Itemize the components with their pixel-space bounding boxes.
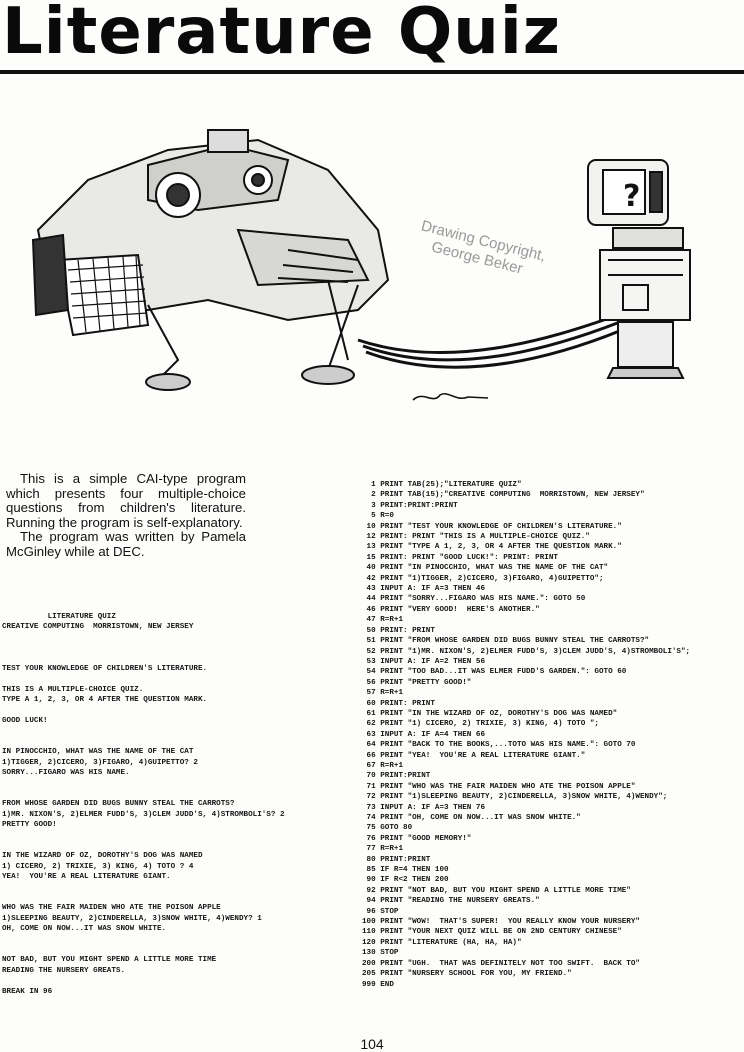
run-line [2, 789, 352, 799]
code-line: 50 PRINT: PRINT [362, 626, 435, 635]
code-line: 66 PRINT "YEA! YOU'RE A REAL LITERATURE … [362, 751, 586, 760]
run-line: 1)SLEEPING BEAUTY, 2)CINDERELLA, 3)SNOW … [2, 914, 262, 923]
run-line [2, 654, 352, 664]
run-line [2, 841, 352, 851]
code-line: 67 R=R+1 [362, 761, 404, 770]
code-line: 72 PRINT "1)SLEEPING BEAUTY, 2)CINDERELL… [362, 793, 668, 802]
intro-paragraph-2: The program was written by Pamela McGinl… [6, 529, 246, 559]
code-line: 47 R=R+1 [362, 616, 404, 625]
run-line [2, 893, 352, 903]
run-line: IN PINOCCHIO, WHAT WAS THE NAME OF THE C… [2, 748, 194, 757]
page-number: 104 [360, 1036, 384, 1052]
code-line: 40 PRINT "IN PINOCCHIO, WHAT WAS THE NAM… [362, 564, 609, 573]
run-line: 1)MR. NIXON'S, 2)ELMER FUDD'S, 3)CLEM JU… [2, 810, 285, 819]
run-line: YEA! YOU'RE A REAL LITERATURE GIANT. [2, 873, 171, 882]
intro-text: This is a simple CAI-type program which … [6, 471, 246, 560]
code-line: 90 IF R<2 THEN 200 [362, 876, 449, 885]
title-rule [0, 70, 744, 74]
code-line: 64 PRINT "BACK TO THE BOOKS,...TOTO WAS … [362, 741, 636, 750]
code-line: 73 INPUT A: IF A=3 THEN 76 [362, 803, 486, 812]
run-line [2, 779, 352, 789]
code-line: 15 PRINT: PRINT "GOOD LUCK!": PRINT: PRI… [362, 553, 558, 562]
code-line: 42 PRINT "1)TIGGER, 2)CICERO, 3)FIGARO, … [362, 574, 604, 583]
code-line: 63 INPUT A: IF A=4 THEN 66 [362, 730, 486, 739]
code-line: 200 PRINT "UGH. THAT WAS DEFINITELY NOT … [362, 959, 640, 968]
robot-illustration: ? Drawing Copyright, George Beker [31, 129, 691, 401]
run-line: BREAK IN 96 [2, 987, 53, 996]
code-line: 12 PRINT: PRINT "THIS IS A MULTIPLE-CHOI… [362, 533, 590, 542]
run-line [2, 935, 352, 945]
run-line [2, 831, 352, 841]
run-line [2, 737, 352, 747]
code-line: 52 PRINT "1)MR. NIXON'S, 2)ELMER FUDD'S,… [362, 647, 691, 656]
code-line: 205 PRINT "NURSERY SCHOOL FOR YOU, MY FR… [362, 970, 572, 979]
run-line [2, 726, 352, 736]
code-line: 56 PRINT "PRETTY GOOD!" [362, 678, 472, 687]
run-line: IN THE WIZARD OF OZ, DOROTHY'S DOG WAS N… [2, 852, 203, 861]
sample-run-output: LITERATURE QUIZ CREATIVE COMPUTING MORRIS… [2, 612, 352, 997]
run-line [2, 633, 352, 643]
run-line: LITERATURE QUIZ [2, 613, 116, 621]
code-line: 999 END [362, 980, 394, 989]
code-line: 44 PRINT "SORRY...FIGARO WAS HIS NAME.":… [362, 595, 586, 604]
run-line: TEST YOUR KNOWLEDGE OF CHILDREN'S LITERA… [2, 665, 208, 674]
question-mark-icon: ? [623, 179, 640, 214]
code-line: 10 PRINT "TEST YOUR KNOWLEDGE OF CHILDRE… [362, 522, 622, 531]
code-line: 51 PRINT "FROM WHOSE GARDEN DID BUGS BUN… [362, 637, 650, 646]
code-line: 60 PRINT: PRINT [362, 699, 435, 708]
code-line: 62 PRINT "1) CICERO, 2) TRIXIE, 3) KING,… [362, 720, 599, 729]
intro-paragraph-1: This is a simple CAI-type program which … [6, 471, 246, 530]
code-line: 54 PRINT "TOO BAD...IT WAS ELMER FUDD'S … [362, 668, 627, 677]
run-line [2, 976, 352, 986]
run-line [2, 706, 352, 716]
run-line: GOOD LUCK! [2, 717, 48, 726]
code-line: 130 STOP [362, 949, 399, 958]
code-line: 100 PRINT "WOW! THAT'S SUPER! YOU REALLY… [362, 918, 640, 927]
code-line: 75 GOTO 80 [362, 824, 413, 833]
run-line: THIS IS A MULTIPLE-CHOICE QUIZ. [2, 685, 144, 694]
run-line: OH, COME ON NOW...IT WAS SNOW WHITE. [2, 925, 167, 934]
code-line: 3 PRINT:PRINT:PRINT [362, 501, 458, 510]
run-line [2, 643, 352, 653]
code-line: 120 PRINT "LITERATURE (HA, HA, HA)" [362, 938, 522, 947]
run-line [2, 674, 352, 684]
code-line: 1 PRINT TAB(25);"LITERATURE QUIZ" [362, 481, 522, 489]
run-line [2, 945, 352, 955]
code-line: 71 PRINT "WHO WAS THE FAIR MAIDEN WHO AT… [362, 782, 636, 791]
code-line: 96 STOP [362, 907, 399, 916]
page-title: Literature Quiz [2, 0, 562, 69]
code-line: 53 INPUT A: IF A=2 THEN 56 [362, 657, 486, 666]
run-line: SORRY...FIGARO WAS HIS NAME. [2, 769, 130, 778]
run-line [2, 883, 352, 893]
run-line: PRETTY GOOD! [2, 821, 57, 830]
code-line: 74 PRINT "OH, COME ON NOW...IT WAS SNOW … [362, 814, 581, 822]
code-line: 46 PRINT "VERY GOOD! HERE'S ANOTHER." [362, 605, 540, 614]
code-line: 61 PRINT "IN THE WIZARD OF OZ, DOROTHY'S… [362, 709, 618, 718]
run-line: READING THE NURSERY GREATS. [2, 966, 126, 975]
code-line: 5 R=0 [362, 512, 394, 521]
code-line: 2 PRINT TAB(15);"CREATIVE COMPUTING MORR… [362, 491, 645, 500]
run-line: NOT BAD, BUT YOU MIGHT SPEND A LITTLE MO… [2, 956, 217, 965]
run-line: FROM WHOSE GARDEN DID BUGS BUNNY STEAL T… [2, 800, 235, 809]
run-line: 1) CICERO, 2) TRIXIE, 3) KING, 4) TOTO ?… [2, 862, 194, 871]
code-line: 43 INPUT A: IF A=3 THEN 46 [362, 585, 486, 594]
code-line: 110 PRINT "YOUR NEXT QUIZ WILL BE ON 2ND… [362, 928, 622, 937]
run-line: WHO WAS THE FAIR MAIDEN WHO ATE THE POIS… [2, 904, 221, 913]
code-line: 92 PRINT "NOT BAD, BUT YOU MIGHT SPEND A… [362, 886, 631, 895]
code-line: 94 PRINT "READING THE NURSERY GREATS." [362, 897, 540, 906]
code-line: 80 PRINT:PRINT [362, 855, 431, 864]
code-line: 70 PRINT:PRINT [362, 772, 431, 781]
code-line: 77 R=R+1 [362, 845, 404, 854]
run-line: CREATIVE COMPUTING MORRISTOWN, NEW JERSE… [2, 623, 194, 632]
code-line: 13 PRINT "TYPE A 1, 2, 3, OR 4 AFTER THE… [362, 543, 622, 552]
code-line: 57 R=R+1 [362, 689, 404, 698]
run-line: 1)TIGGER, 2)CICERO, 3)FIGARO, 4)GUIPETTO… [2, 758, 198, 767]
code-line: 85 IF R=4 THEN 100 [362, 866, 449, 875]
code-line: 76 PRINT "GOOD MEMORY!" [362, 834, 472, 843]
run-line: TYPE A 1, 2, 3, OR 4 AFTER THE QUESTION … [2, 696, 208, 705]
program-listing: 1 PRINT TAB(25);"LITERATURE QUIZ" 2 PRIN… [362, 480, 742, 990]
